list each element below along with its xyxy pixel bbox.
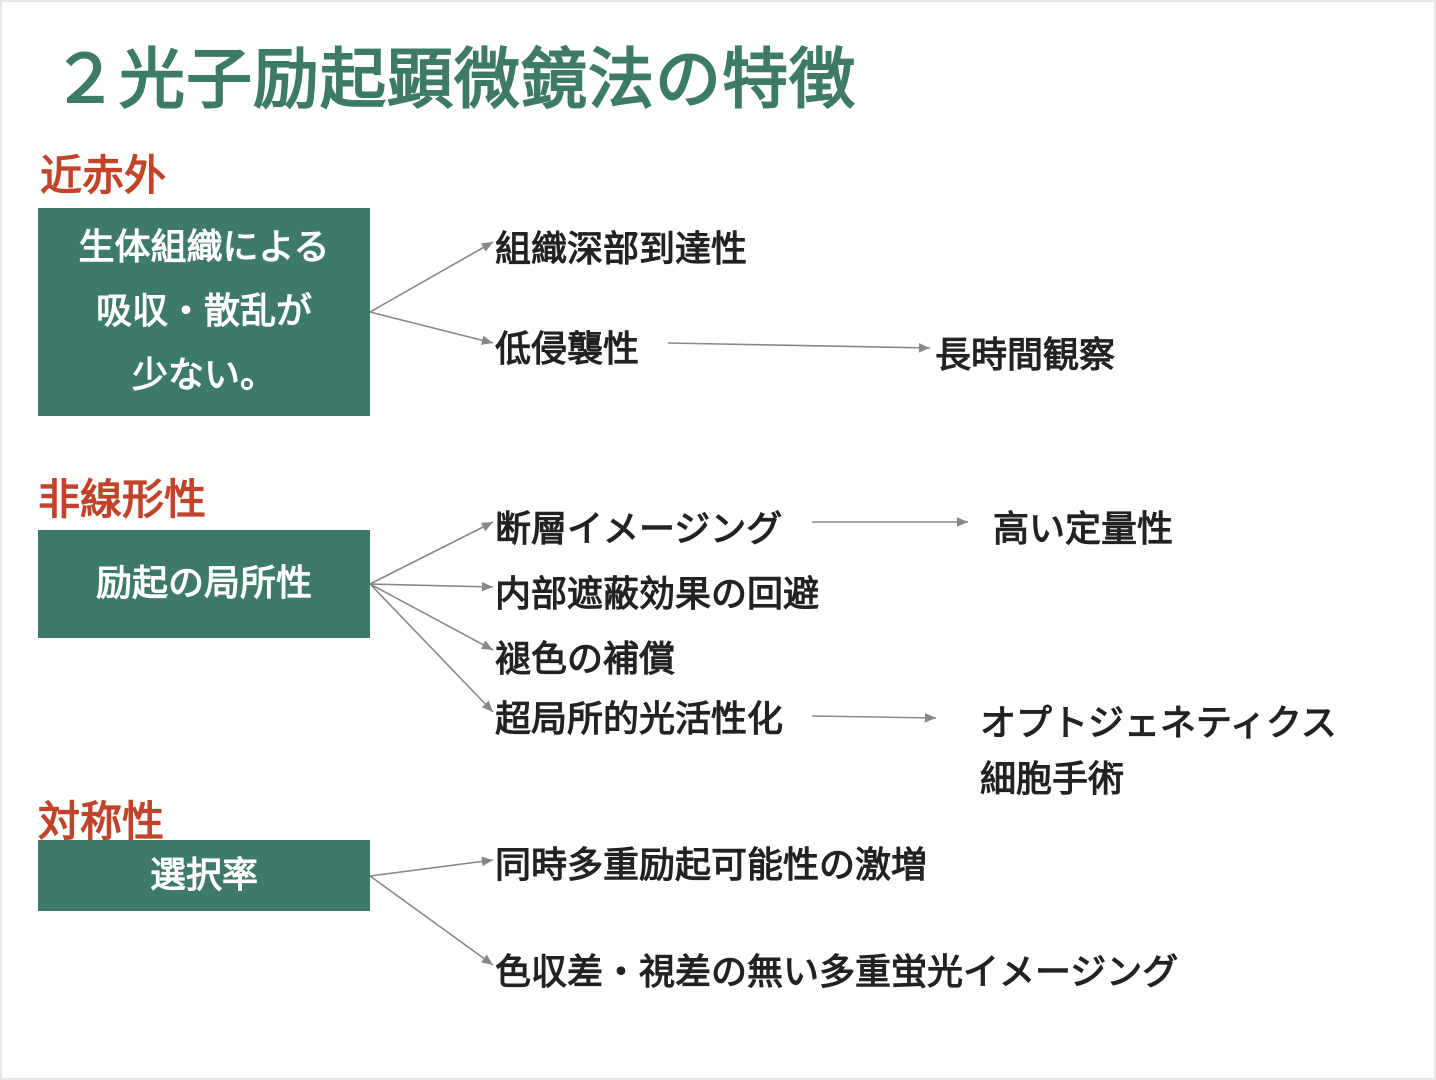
- item-fading-compensation: 褪色の補償: [495, 639, 676, 680]
- sub-optogenetics: オプトジェネティクス: [980, 703, 1337, 744]
- sub-cell-surgery: 細胞手術: [980, 759, 1125, 800]
- box-symmetry-text: 選択率: [149, 854, 258, 896]
- page-title: ２光子励起顕微鏡法の特徴: [52, 41, 856, 118]
- item-aberration-free-imaging: 色収差・視差の無い多重蛍光イメージング: [495, 952, 1179, 993]
- section-heading-symmetry: 対称性: [38, 797, 165, 846]
- box-nonlinear-text: 励起の局所性: [95, 563, 312, 604]
- item-multi-excitation: 同時多重励起可能性の激増: [495, 845, 928, 886]
- item-tomographic-imaging: 断層イメージング: [495, 509, 783, 550]
- box-symmetry: 選択率: [38, 840, 370, 911]
- arrow-to-item-shield: [369, 581, 494, 592]
- arrow-to-item-fade: [369, 583, 494, 651]
- arrow-to-item-photoact: [369, 583, 494, 713]
- item-inner-filter-avoid: 内部遮蔽効果の回避: [495, 574, 820, 615]
- box-nonlinear: 励起の局所性: [38, 530, 370, 638]
- arrow-to-item-tomo: [369, 521, 494, 585]
- box-nir: 生体組織による 吸収・散乱が 少ない。: [38, 208, 370, 416]
- item-local-photoactivation: 超局所的光活性化: [495, 699, 784, 740]
- arrow-to-sub-longtime: [667, 342, 931, 353]
- arrow-to-item-deep: [369, 241, 494, 313]
- item-deep-reach: 組織深部到達性: [495, 229, 748, 270]
- arrow-to-item-lowinvasive: [369, 311, 494, 345]
- arrow-to-sub-opto: [811, 713, 937, 723]
- section-heading-nonlinear: 非線形性: [38, 475, 207, 524]
- sub-high-quantitative: 高い定量性: [993, 509, 1174, 550]
- sub-long-observation: 長時間観察: [935, 335, 1116, 376]
- section-heading-nir: 近赤外: [40, 151, 167, 200]
- box-nir-text: 生体組織による 吸収・散乱が 少ない。: [78, 227, 330, 396]
- arrow-to-item-multi: [369, 856, 494, 877]
- item-low-invasive: 低侵襲性: [495, 329, 640, 370]
- arrow-to-item-aberration: [369, 875, 494, 966]
